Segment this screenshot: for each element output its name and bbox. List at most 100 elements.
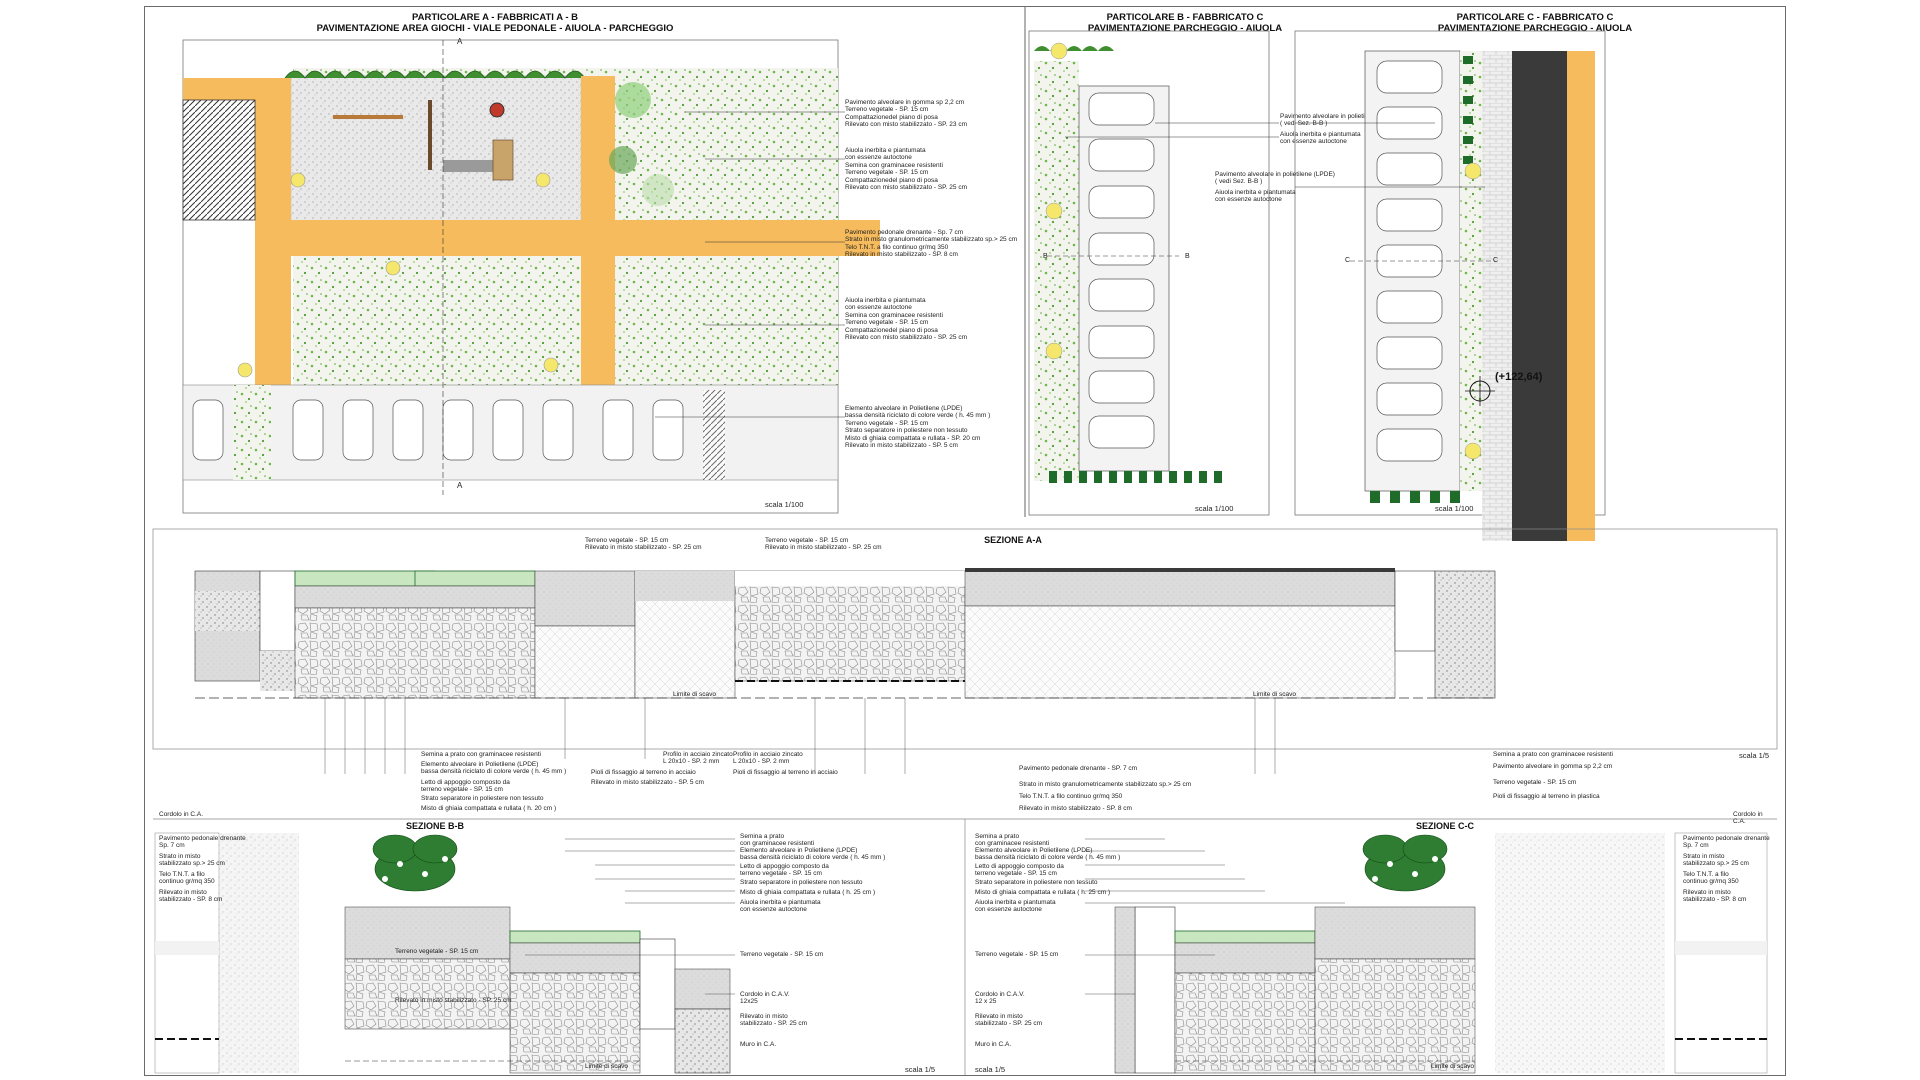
panel-c-frame [1294, 30, 1606, 516]
cc-left-8: Cordolo in C.A.V. 12 x 25 [975, 991, 1025, 1006]
road-asphalt [1512, 51, 1567, 541]
site-plan-a [182, 40, 880, 495]
section-bb-scale: scala 1/5 [905, 1065, 936, 1074]
cc-left-3: Letto di appoggio composto da terreno ve… [975, 863, 1064, 878]
section-marker-a-bottom: A [457, 481, 463, 490]
aa-limit-2: Limite di scavo [1253, 691, 1296, 698]
pedestrian-path-right [581, 76, 615, 408]
pedestrian-path-mid [255, 220, 880, 256]
aa-label-5: Misto di ghiaia compattata e rullata ( h… [421, 805, 557, 812]
bb-right-2: Elemento alveolare in Polietilene (LPDE)… [740, 847, 886, 862]
cc-left-5: Misto di ghiaia compattata e rullata ( h… [975, 889, 1111, 896]
bb-right-6: Aiuola inerbita e piantumata con essenze… [740, 899, 821, 914]
cc-right-1: Pavimento pedonale drenante Sp. 7 cm [1683, 835, 1770, 850]
section-aa-drawing [194, 568, 1496, 774]
section-bb-title: SEZIONE B-B [405, 821, 464, 831]
marker-b-right: B [1185, 253, 1190, 260]
aa-label-18: Terreno vegetale - SP. 15 cm [1493, 779, 1577, 786]
aa-top-label-1: Terreno vegetale - SP. 15 cm Rilevato in… [585, 537, 702, 552]
panel-b-frame [1028, 30, 1270, 516]
panel-c-leaders [1295, 122, 1485, 188]
section-bb: SEZIONE B-B [145, 819, 966, 1075]
bb-right-8: Cordolo in C.A.V. 12x25 [740, 991, 790, 1006]
bb-right-4: Strato separatore in poliestere non tess… [740, 879, 863, 886]
panel-b-scale: scala 1/100 [1195, 504, 1234, 513]
marker-c-right: C [1493, 257, 1499, 264]
bb-inner-1: Terreno vegetale - SP. 15 cm [395, 948, 479, 955]
bb-right-3: Letto di appoggio composto da terreno ve… [740, 863, 829, 878]
bb-left-2: Strato in misto stabilizzato sp.> 25 cm [159, 853, 225, 868]
section-aa-title: SEZIONE A-A [984, 535, 1042, 545]
cc-right-3: Telo T.N.T. a filo continuo gr/mq 350 [1683, 871, 1739, 886]
aa-label-10: Profilo in acciaio zincato L 20x10 - SP.… [733, 751, 803, 766]
aa-label-2: Elemento alveolare in Polietilene (LPDE)… [421, 761, 567, 776]
bb-right-7: Terreno vegetale - SP. 15 cm [740, 951, 824, 958]
panel-a-scale: scala 1/100 [765, 500, 804, 509]
section-bb-drawing [154, 819, 966, 1075]
marker-b-left: B [1043, 253, 1048, 260]
aa-label-16: Semina a prato con graminacee resistenti [1493, 751, 1613, 758]
aa-label-20: Cordolo in C.A. [1733, 811, 1763, 826]
aa-label-3: Letto di appoggio composto da terreno ve… [421, 779, 510, 794]
building-block [182, 99, 256, 221]
bb-right-5: Misto di ghiaia compattata e rullata ( h… [740, 889, 876, 896]
panel-c-scale: scala 1/100 [1435, 504, 1474, 513]
note-a-5: Elemento alveolare in Polietilene (LPDE)… [845, 405, 991, 450]
aa-label-17: Pavimento alveolare in gomma sp 2,2 cm [1493, 763, 1613, 770]
aa-label-1: Semina a prato con graminacee resistenti [421, 751, 541, 758]
panel-a: PARTICOLARE A - FABBRICATI A - B PAVIMEN… [145, 7, 1026, 517]
panel-c: PARTICOLARE C - FABBRICATO C PAVIMENTAZI… [1215, 7, 1785, 541]
section-marker-a-top: A [457, 37, 463, 46]
section-cc-title: SEZIONE C-C [1415, 821, 1474, 831]
note-b-2: Aiuola inerbita e piantumata con essenze… [1280, 131, 1361, 146]
panel-b-leaders [1065, 122, 1279, 138]
cc-left-7: Terreno vegetale - SP. 15 cm [975, 951, 1059, 958]
aa-limit-1: Limite di scavo [673, 691, 716, 698]
note-c-1: Pavimento alveolare in polietilene (LPDE… [1215, 171, 1335, 186]
bb-left-4: Rilevato in misto stabilizzato - SP. 8 c… [159, 889, 223, 904]
panel-a-title: PARTICOLARE A - FABBRICATI A - B PAVIMEN… [316, 12, 674, 34]
marker-c-left: C [1345, 257, 1351, 264]
aa-label-15: Rilevato in misto stabilizzato - SP. 8 c… [1019, 805, 1132, 812]
cc-right-2: Strato in misto stabilizzato sp.> 25 cm [1683, 853, 1749, 868]
panel-a-leaders [655, 111, 845, 418]
panel-b: PARTICOLARE B - FABBRICATO C PAVIMENTAZI… [1025, 7, 1445, 517]
section-aa: SEZIONE A-A [152, 528, 1778, 825]
aa-label-7: Profilo in acciaio zincato L 20x10 - SP.… [663, 751, 733, 766]
cc-left-1: Semina a prato con graminacee resistenti [975, 833, 1050, 848]
section-aa-scale: scala 1/5 [1739, 751, 1770, 760]
aa-label-14: Telo T.N.T. a filo continuo gr/mq 350 [1019, 793, 1123, 800]
aa-label-9: Rilevato in misto stabilizzato - SP. 5 c… [591, 779, 704, 786]
note-a-4: Aiuola inerbita e piantumata con essenze… [845, 297, 967, 342]
bb-right-10: Muro in C.A. [740, 1041, 777, 1048]
drawing-sheet: PARTICOLARE A - FABBRICATI A - B PAVIMEN… [144, 6, 1786, 1076]
aa-top-label-2: Terreno vegetale - SP. 15 cm Rilevato in… [765, 537, 882, 552]
cc-left-9: Rilevato in misto stabilizzato - SP. 25 … [975, 1013, 1043, 1028]
note-a-2: Aiuola inerbita e piantumata con essenze… [845, 147, 967, 192]
bb-limit: Limite di scavo [585, 1063, 628, 1070]
section-cc-drawing [1085, 832, 1768, 1074]
elevation-label: (+122,64) [1495, 371, 1543, 383]
site-plan-b [1034, 42, 1222, 483]
note-c-2: Aiuola inerbita e piantumata con essenze… [1215, 189, 1296, 204]
bb-left-1: Pavimento pedonale drenante Sp. 7 cm [159, 835, 246, 850]
road-edge-orange [1567, 51, 1595, 541]
cc-left-10: Muro in C.A. [975, 1041, 1012, 1048]
cc-left-2: Elemento alveolare in Polietilene (LPDE)… [975, 847, 1121, 862]
aa-label-12: Pavimento pedonale drenante - SP. 7 cm [1019, 765, 1138, 772]
aa-label-4: Strato separatore in poliestere non tess… [421, 795, 544, 802]
cc-left-4: Strato separatore in poliestere non tess… [975, 879, 1098, 886]
note-a-3: Pavimento pedonale drenante - Sp. 7 cm S… [845, 229, 1018, 259]
aa-label-8: Pioli di fissaggio al terreno in acciaio [591, 769, 696, 776]
cc-left-6: Aiuola inerbita e piantumata con essenze… [975, 899, 1056, 914]
site-plan-c [1350, 50, 1595, 541]
panel-b-title: PARTICOLARE B - FABBRICATO C PAVIMENTAZI… [1087, 12, 1283, 34]
bb-right-9: Rilevato in misto stabilizzato - SP. 25 … [740, 1013, 808, 1028]
aa-label-6: Cordolo in C.A. [159, 811, 204, 818]
panel-c-title: PARTICOLARE C - FABBRICATO C PAVIMENTAZI… [1437, 12, 1633, 34]
section-cc-scale: scala 1/5 [975, 1065, 1006, 1074]
aa-label-11: Pioli di fissaggio al terreno in acciaio [733, 769, 838, 776]
bb-right-1: Semina a prato con graminacee resistenti [740, 833, 815, 848]
cc-limit: Limite di scavo [1431, 1063, 1474, 1070]
bb-inner-2: Rilevato in misto stabilizzato - SP. 25 … [395, 997, 512, 1004]
